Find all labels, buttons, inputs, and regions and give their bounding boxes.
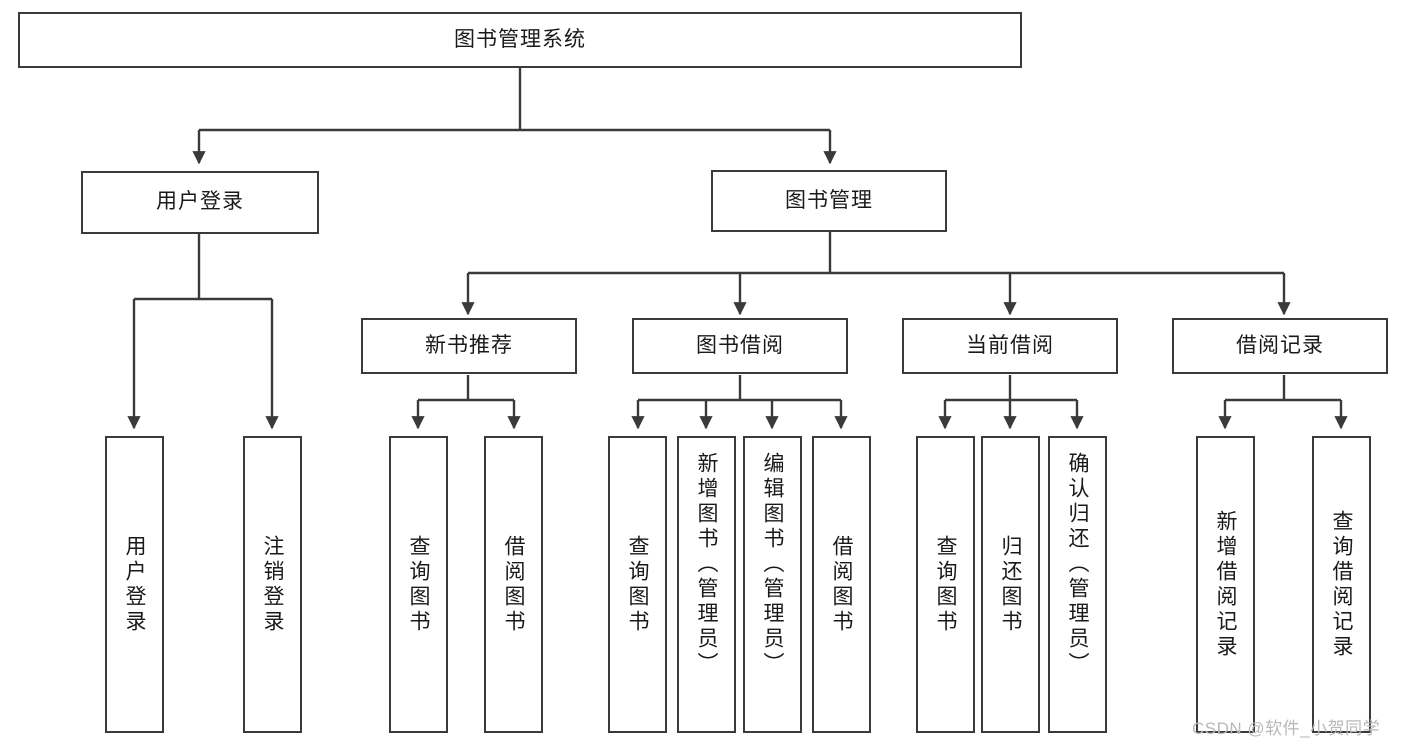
leaf-book-borrow-2[interactable]: 新增图书（管理员）: [677, 436, 736, 733]
leaf-current-borrow-1[interactable]: 查询图书: [916, 436, 975, 733]
leaf-new-book-2[interactable]: 借阅图书: [484, 436, 543, 733]
node-borrow-record[interactable]: 借阅记录: [1172, 318, 1388, 374]
node-borrow-record-label: 借阅记录: [1236, 333, 1324, 357]
leaf-borrow-record-2[interactable]: 查询借阅记录: [1312, 436, 1371, 733]
leaf-current-borrow-3-label: 确认归还（管理员）: [1066, 452, 1090, 677]
leaf-user-login-1[interactable]: 用户登录: [105, 436, 164, 733]
leaf-book-borrow-1-label: 查询图书: [626, 534, 650, 635]
leaf-user-login-2-label: 注销登录: [261, 534, 285, 635]
leaf-borrow-record-1[interactable]: 新增借阅记录: [1196, 436, 1255, 733]
leaf-user-login-2[interactable]: 注销登录: [243, 436, 302, 733]
leaf-book-borrow-3[interactable]: 编辑图书（管理员）: [743, 436, 802, 733]
leaf-book-borrow-1[interactable]: 查询图书: [608, 436, 667, 733]
leaf-book-borrow-3-label: 编辑图书（管理员）: [761, 452, 785, 677]
leaf-new-book-1[interactable]: 查询图书: [389, 436, 448, 733]
leaf-new-book-2-label: 借阅图书: [502, 534, 526, 635]
node-current-borrow[interactable]: 当前借阅: [902, 318, 1118, 374]
leaf-current-borrow-3[interactable]: 确认归还（管理员）: [1048, 436, 1107, 733]
node-new-book-recommend[interactable]: 新书推荐: [361, 318, 577, 374]
leaf-current-borrow-2-label: 归还图书: [999, 534, 1023, 635]
node-book-borrow-label: 图书借阅: [696, 333, 784, 357]
leaf-borrow-record-2-label: 查询借阅记录: [1330, 509, 1354, 660]
leaf-book-borrow-2-label: 新增图书（管理员）: [695, 452, 719, 677]
leaf-user-login-1-label: 用户登录: [123, 534, 147, 635]
leaf-book-borrow-4-label: 借阅图书: [830, 534, 854, 635]
leaf-current-borrow-2[interactable]: 归还图书: [981, 436, 1040, 733]
node-user-login[interactable]: 用户登录: [81, 171, 319, 234]
node-root-label: 图书管理系统: [454, 27, 586, 51]
leaf-new-book-1-label: 查询图书: [407, 534, 431, 635]
node-current-borrow-label: 当前借阅: [966, 333, 1054, 357]
node-book-borrow[interactable]: 图书借阅: [632, 318, 848, 374]
csdn-watermark: CSDN @软件_小贺同学: [1192, 719, 1381, 738]
node-root[interactable]: 图书管理系统: [18, 12, 1022, 68]
leaf-book-borrow-4[interactable]: 借阅图书: [812, 436, 871, 733]
leaf-current-borrow-1-label: 查询图书: [934, 534, 958, 635]
node-new-book-recommend-label: 新书推荐: [425, 333, 513, 357]
leaf-borrow-record-1-label: 新增借阅记录: [1214, 509, 1238, 660]
node-book-manage-label: 图书管理: [785, 188, 873, 212]
node-user-login-label: 用户登录: [156, 190, 244, 214]
node-book-manage[interactable]: 图书管理: [711, 170, 947, 232]
